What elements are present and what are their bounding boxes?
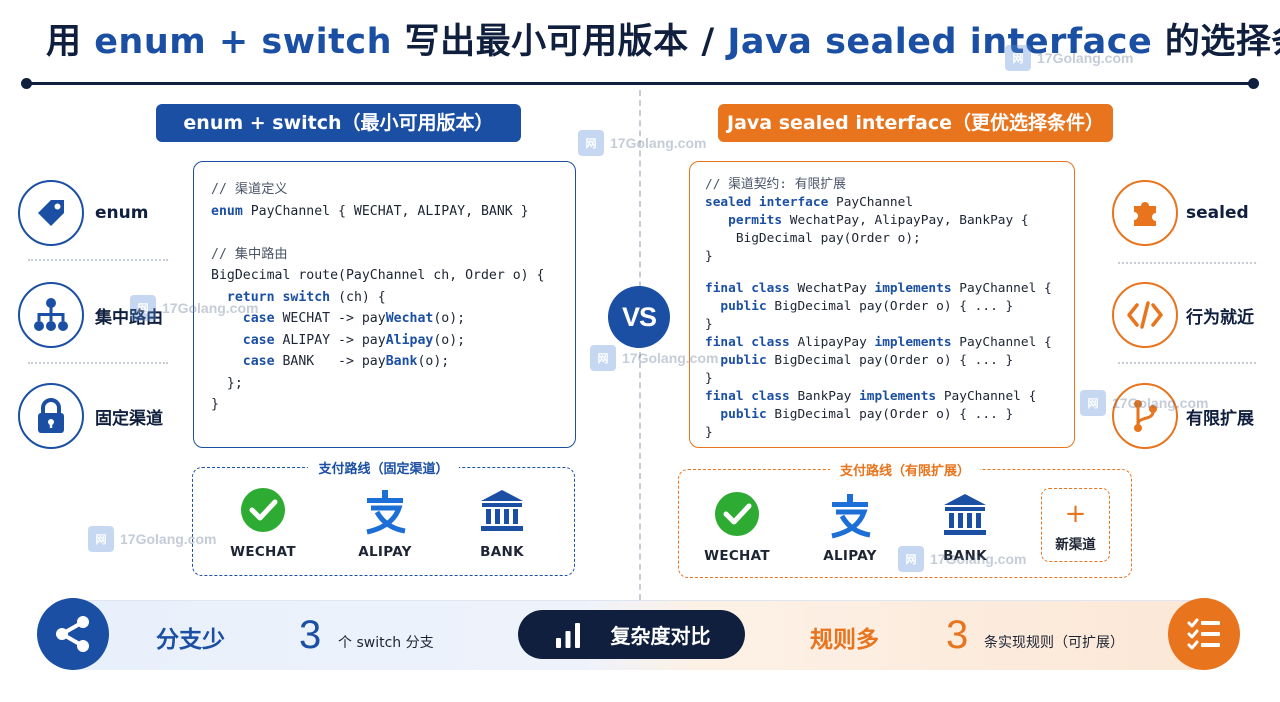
payment-alipay: ALIPAY — [340, 486, 430, 560]
watermark-logo-icon: 网 — [578, 130, 604, 156]
watermark-logo-icon: 网 — [88, 526, 114, 552]
payment-alipay: ALIPAY — [805, 490, 895, 564]
plus-icon: + — [1064, 499, 1087, 529]
watermark-logo-icon: 网 — [590, 345, 616, 371]
branch-count-unit: 个 switch 分支 — [338, 635, 434, 651]
page-title: 用 enum + switch 写出最小可用版本 / Java sealed i… — [46, 22, 1280, 62]
alipay-icon — [805, 490, 895, 540]
rule-count-unit: 条实现规则（可扩展） — [984, 635, 1124, 651]
route-caption: 支付路线（固定渠道） — [308, 462, 459, 477]
payment-bank: BANK — [457, 486, 547, 560]
new-channel-slot: + 新渠道 — [1041, 488, 1110, 562]
bank-icon — [920, 490, 1010, 540]
few-branches-label: 分支少 — [156, 627, 225, 653]
feature-separator — [28, 259, 168, 261]
payment-wechat: WECHAT — [218, 486, 308, 560]
branch-icon — [1112, 383, 1178, 449]
left-payment-route: 支付路线（固定渠道） WECHAT ALIPAY BANK — [192, 462, 575, 576]
feature-routing: 集中路由 — [18, 280, 163, 350]
feature-sealed: sealed — [1112, 178, 1249, 248]
feature-behavior-nearby: 行为就近 — [1112, 280, 1254, 350]
payment-bank: BANK — [920, 490, 1010, 564]
watermark-logo-icon: 网 — [898, 546, 924, 572]
bar-chart-icon — [555, 622, 580, 648]
wechat-icon — [218, 486, 308, 536]
vs-badge: VS — [608, 286, 670, 348]
lock-icon — [18, 383, 84, 449]
feature-enum: enum — [18, 178, 148, 248]
watermark-logo-icon: 网 — [1005, 45, 1031, 71]
alipay-icon — [340, 486, 430, 536]
wechat-icon — [692, 490, 782, 540]
left-header: enum + switch（最小可用版本） — [156, 104, 521, 142]
watermark-logo-icon: 网 — [1080, 390, 1106, 416]
route-caption: 支付路线（有限扩展） — [829, 464, 980, 479]
payment-wechat: WECHAT — [692, 490, 782, 564]
complexity-compare-pill: 复杂度对比 — [518, 610, 745, 659]
feature-limited-extension: 有限扩展 — [1112, 381, 1254, 451]
feature-separator — [1118, 362, 1256, 364]
share-nodes-icon — [37, 598, 109, 670]
watermark-logo-icon: 网 — [130, 295, 156, 321]
hierarchy-icon — [18, 282, 84, 348]
feature-fixed-channels: 固定渠道 — [18, 381, 163, 451]
rule-count: 3 — [946, 613, 969, 657]
right-header: Java sealed interface（更优选择条件） — [718, 104, 1113, 142]
code-icon — [1112, 282, 1178, 348]
rule-dot-right — [1248, 78, 1259, 89]
feature-separator — [28, 362, 168, 364]
puzzle-icon — [1112, 180, 1178, 246]
checklist-icon — [1168, 598, 1240, 670]
feature-separator — [1118, 262, 1256, 264]
title-rule — [24, 82, 1256, 85]
rule-dot-left — [21, 78, 32, 89]
bank-icon — [457, 486, 547, 536]
branch-count: 3 — [299, 613, 322, 657]
tag-icon — [18, 180, 84, 246]
many-rules-label: 规则多 — [810, 627, 879, 653]
right-payment-route: 支付路线（有限扩展） WECHAT ALIPAY BANK + 新渠道 — [678, 464, 1132, 578]
